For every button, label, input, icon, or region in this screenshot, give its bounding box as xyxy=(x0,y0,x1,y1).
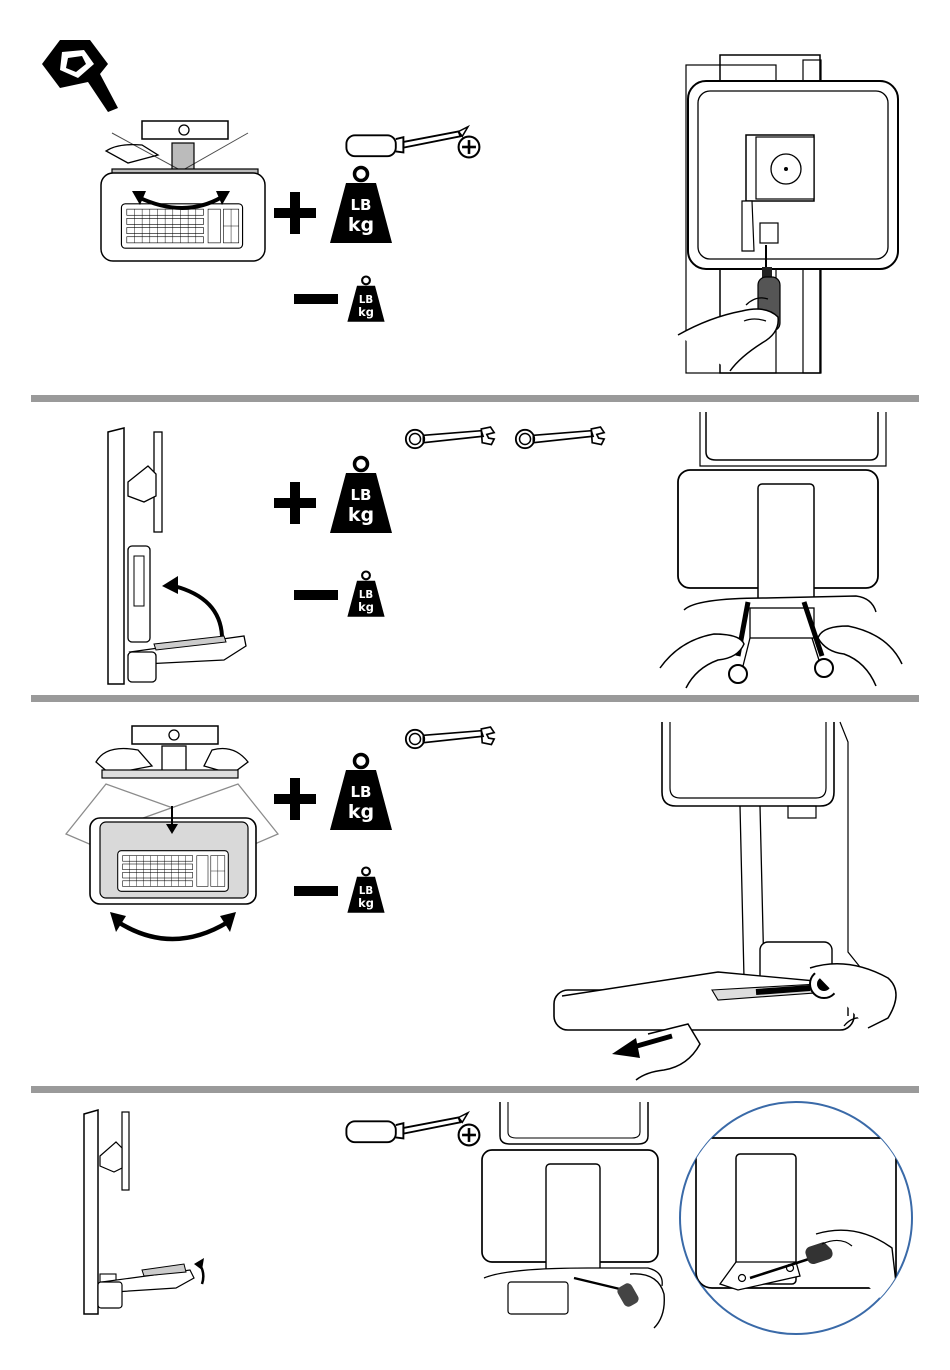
tray-lift-side-illustration xyxy=(80,1108,210,1318)
minus-sign-icon xyxy=(294,886,338,896)
tray-screw-adjust-illustration xyxy=(478,1102,670,1328)
weight-minus-icon: LB kg xyxy=(345,570,387,618)
tray-fold-side-illustration xyxy=(104,426,254,688)
minus-sign-icon xyxy=(294,590,338,600)
minus-sign-icon xyxy=(294,294,338,304)
weight-unit-lb: LB xyxy=(351,196,372,214)
weight-unit-kg: kg xyxy=(358,600,374,614)
open-end-wrench-icon xyxy=(404,424,496,454)
weight-unit-kg: kg xyxy=(348,504,374,526)
weight-unit-kg: kg xyxy=(358,896,374,910)
weight-minus-icon: LB kg xyxy=(345,275,387,323)
phillips-head-icon xyxy=(456,134,482,160)
monitor-mount-screwdriver-illustration xyxy=(670,55,910,375)
weight-plus-icon: LB kg xyxy=(326,165,396,245)
section-divider xyxy=(31,395,919,402)
plus-sign-icon xyxy=(274,482,316,524)
tray-back-wrenches-illustration xyxy=(656,412,912,692)
open-end-wrench-icon xyxy=(404,724,496,754)
weight-plus-icon: LB kg xyxy=(326,455,396,535)
tray-wrench-adjust-illustration xyxy=(548,722,912,1082)
section-divider xyxy=(31,1086,919,1093)
weight-unit-kg: kg xyxy=(358,305,374,319)
open-end-wrench-icon xyxy=(514,424,606,454)
plus-sign-icon xyxy=(274,192,316,234)
weight-minus-icon: LB kg xyxy=(345,866,387,914)
weight-unit-kg: kg xyxy=(348,801,374,823)
keyboard-swivel-illustration xyxy=(62,722,284,952)
weight-unit-kg: kg xyxy=(348,214,374,236)
detail-zoom-circle xyxy=(676,1098,916,1338)
weight-unit-lb: LB xyxy=(351,783,372,801)
wrench-hex-icon xyxy=(38,38,118,112)
keyboard-tilt-illustration xyxy=(98,115,270,265)
weight-plus-icon: LB kg xyxy=(326,752,396,832)
section-divider xyxy=(31,695,919,702)
weight-unit-lb: LB xyxy=(351,486,372,504)
plus-sign-icon xyxy=(274,778,316,820)
